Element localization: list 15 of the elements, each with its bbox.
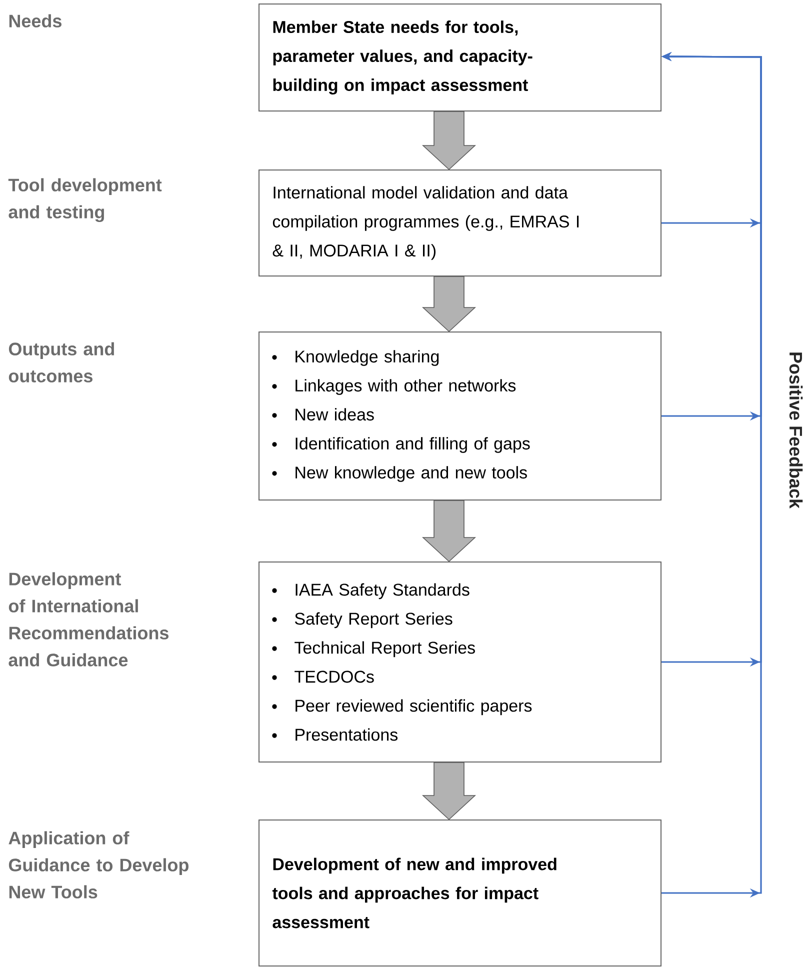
stage-label: Development of International Recommendations and Guidance <box>8 572 168 666</box>
stage-label: Application of Guidance to Develop New Tools <box>8 831 188 898</box>
process-box: Development of new and improved tools and approaches for impact assessment <box>258 820 662 966</box>
stage-label: Needs <box>9 14 62 28</box>
stage-label: Outputs and outcomes <box>8 342 114 382</box>
process-box: Member State needs for tools, parameter values, and capacity-building on impact assessment <box>258 4 662 112</box>
block-arrow <box>422 276 476 332</box>
bullet-list-box: IAEA Safety Standards Safety Report Series Technical Report Series TECDOCs Peer reviewed scientific papers Presentations <box>258 562 662 762</box>
stage-label: Tool development and testing <box>8 178 162 222</box>
block-arrow <box>422 111 476 170</box>
bullet-list-box: Knowledge sharing Linkages with other networks New ideas Identification and filling of gaps New knowledge and new tools <box>258 332 662 500</box>
block-arrow <box>422 762 476 820</box>
process-box: International model validation and data compilation programmes (e.g., EMRAS I & II, MODARIA I & II) <box>258 170 662 276</box>
feedback-label: Positive Feedback <box>789 352 803 509</box>
block-arrow <box>422 500 476 562</box>
